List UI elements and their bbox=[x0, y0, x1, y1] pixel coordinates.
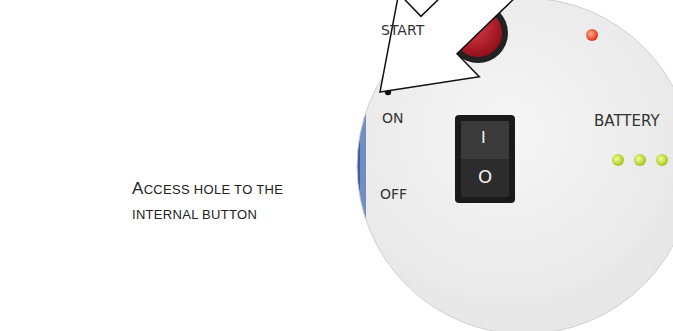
pointer-arrow bbox=[340, 0, 536, 134]
battery-leds bbox=[612, 154, 668, 166]
switch-label: OFF bbox=[380, 186, 407, 202]
rocker-switch bbox=[455, 115, 515, 203]
status-led bbox=[586, 29, 598, 41]
switch-symbol: I bbox=[481, 128, 486, 147]
button-label: START bbox=[381, 22, 424, 38]
callout-text: ACCESS HOLE TO THE INTERNAL BUTTON bbox=[132, 176, 287, 227]
indicator-label: BATTERY bbox=[594, 112, 660, 130]
switch-label: ON bbox=[382, 110, 404, 126]
switch-symbol: O bbox=[478, 166, 492, 187]
